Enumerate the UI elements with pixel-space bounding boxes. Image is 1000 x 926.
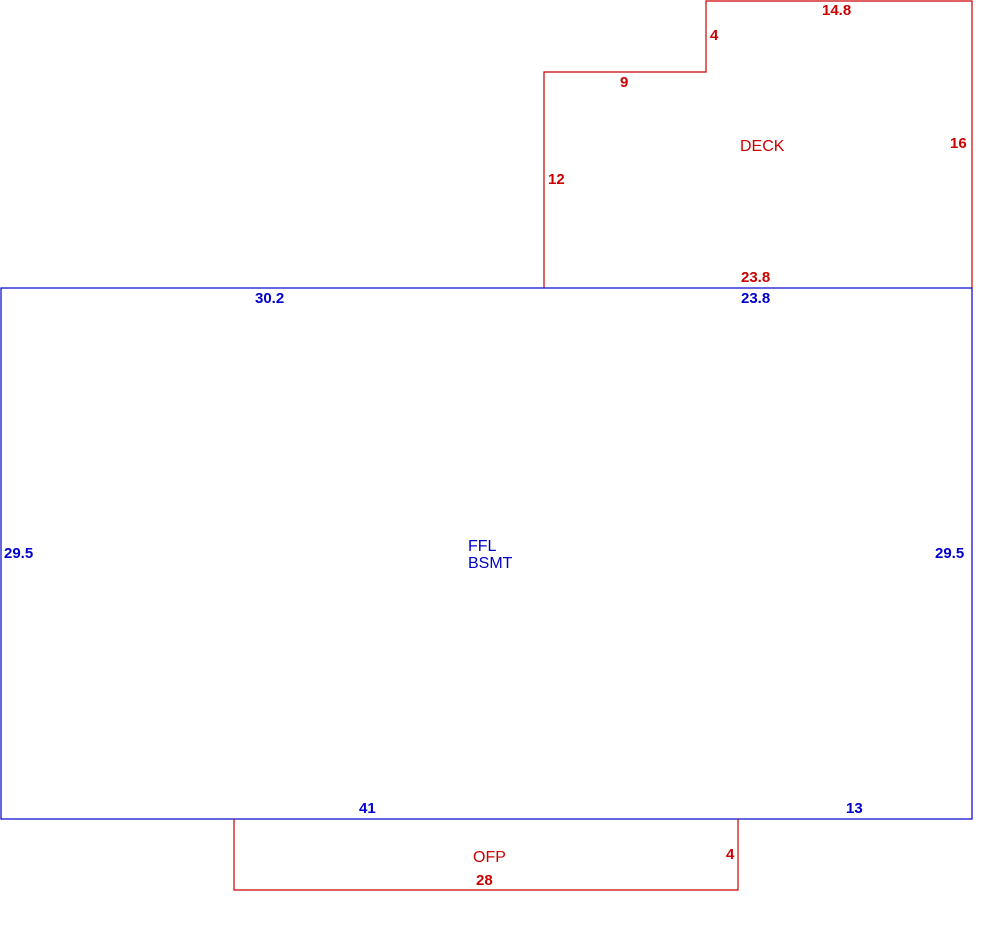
deck-area-label: DECK	[740, 138, 785, 155]
ofp-outline	[233, 819, 739, 891]
deck-right-dimension: 16	[950, 135, 967, 152]
deck-bottom-dimension: 23.8	[741, 269, 770, 286]
main-right-dimension: 29.5	[935, 545, 964, 562]
main-top-left-dimension: 30.2	[255, 290, 284, 307]
ofp-bottom-dimension: 28	[476, 872, 493, 889]
ofp-labels: OFP 4 28	[473, 846, 735, 889]
main-area-label-line1: FFL	[468, 538, 497, 555]
deck-left-dimension: 12	[548, 171, 565, 188]
main-top-right-dimension: 23.8	[741, 290, 770, 307]
ofp-right-dimension: 4	[726, 846, 735, 863]
deck-labels: 14.8 4 9 12 16 DECK 23.8	[548, 2, 967, 286]
deck-step-horizontal-dimension: 9	[620, 74, 628, 91]
main-bottom-left-dimension: 41	[359, 800, 376, 817]
ofp-area-label: OFP	[473, 849, 506, 866]
deck-outline	[543, 0, 973, 288]
main-structure-outline	[0, 287, 973, 820]
main-left-dimension: 29.5	[4, 545, 33, 562]
deck-top-dimension: 14.8	[822, 2, 851, 19]
main-area-label-line2: BSMT	[468, 555, 513, 572]
deck-step-vertical-dimension: 4	[710, 27, 719, 44]
main-structure-labels: 30.2 23.8 29.5 29.5 FFL BSMT 41 13	[4, 290, 964, 817]
main-bottom-right-dimension: 13	[846, 800, 863, 817]
